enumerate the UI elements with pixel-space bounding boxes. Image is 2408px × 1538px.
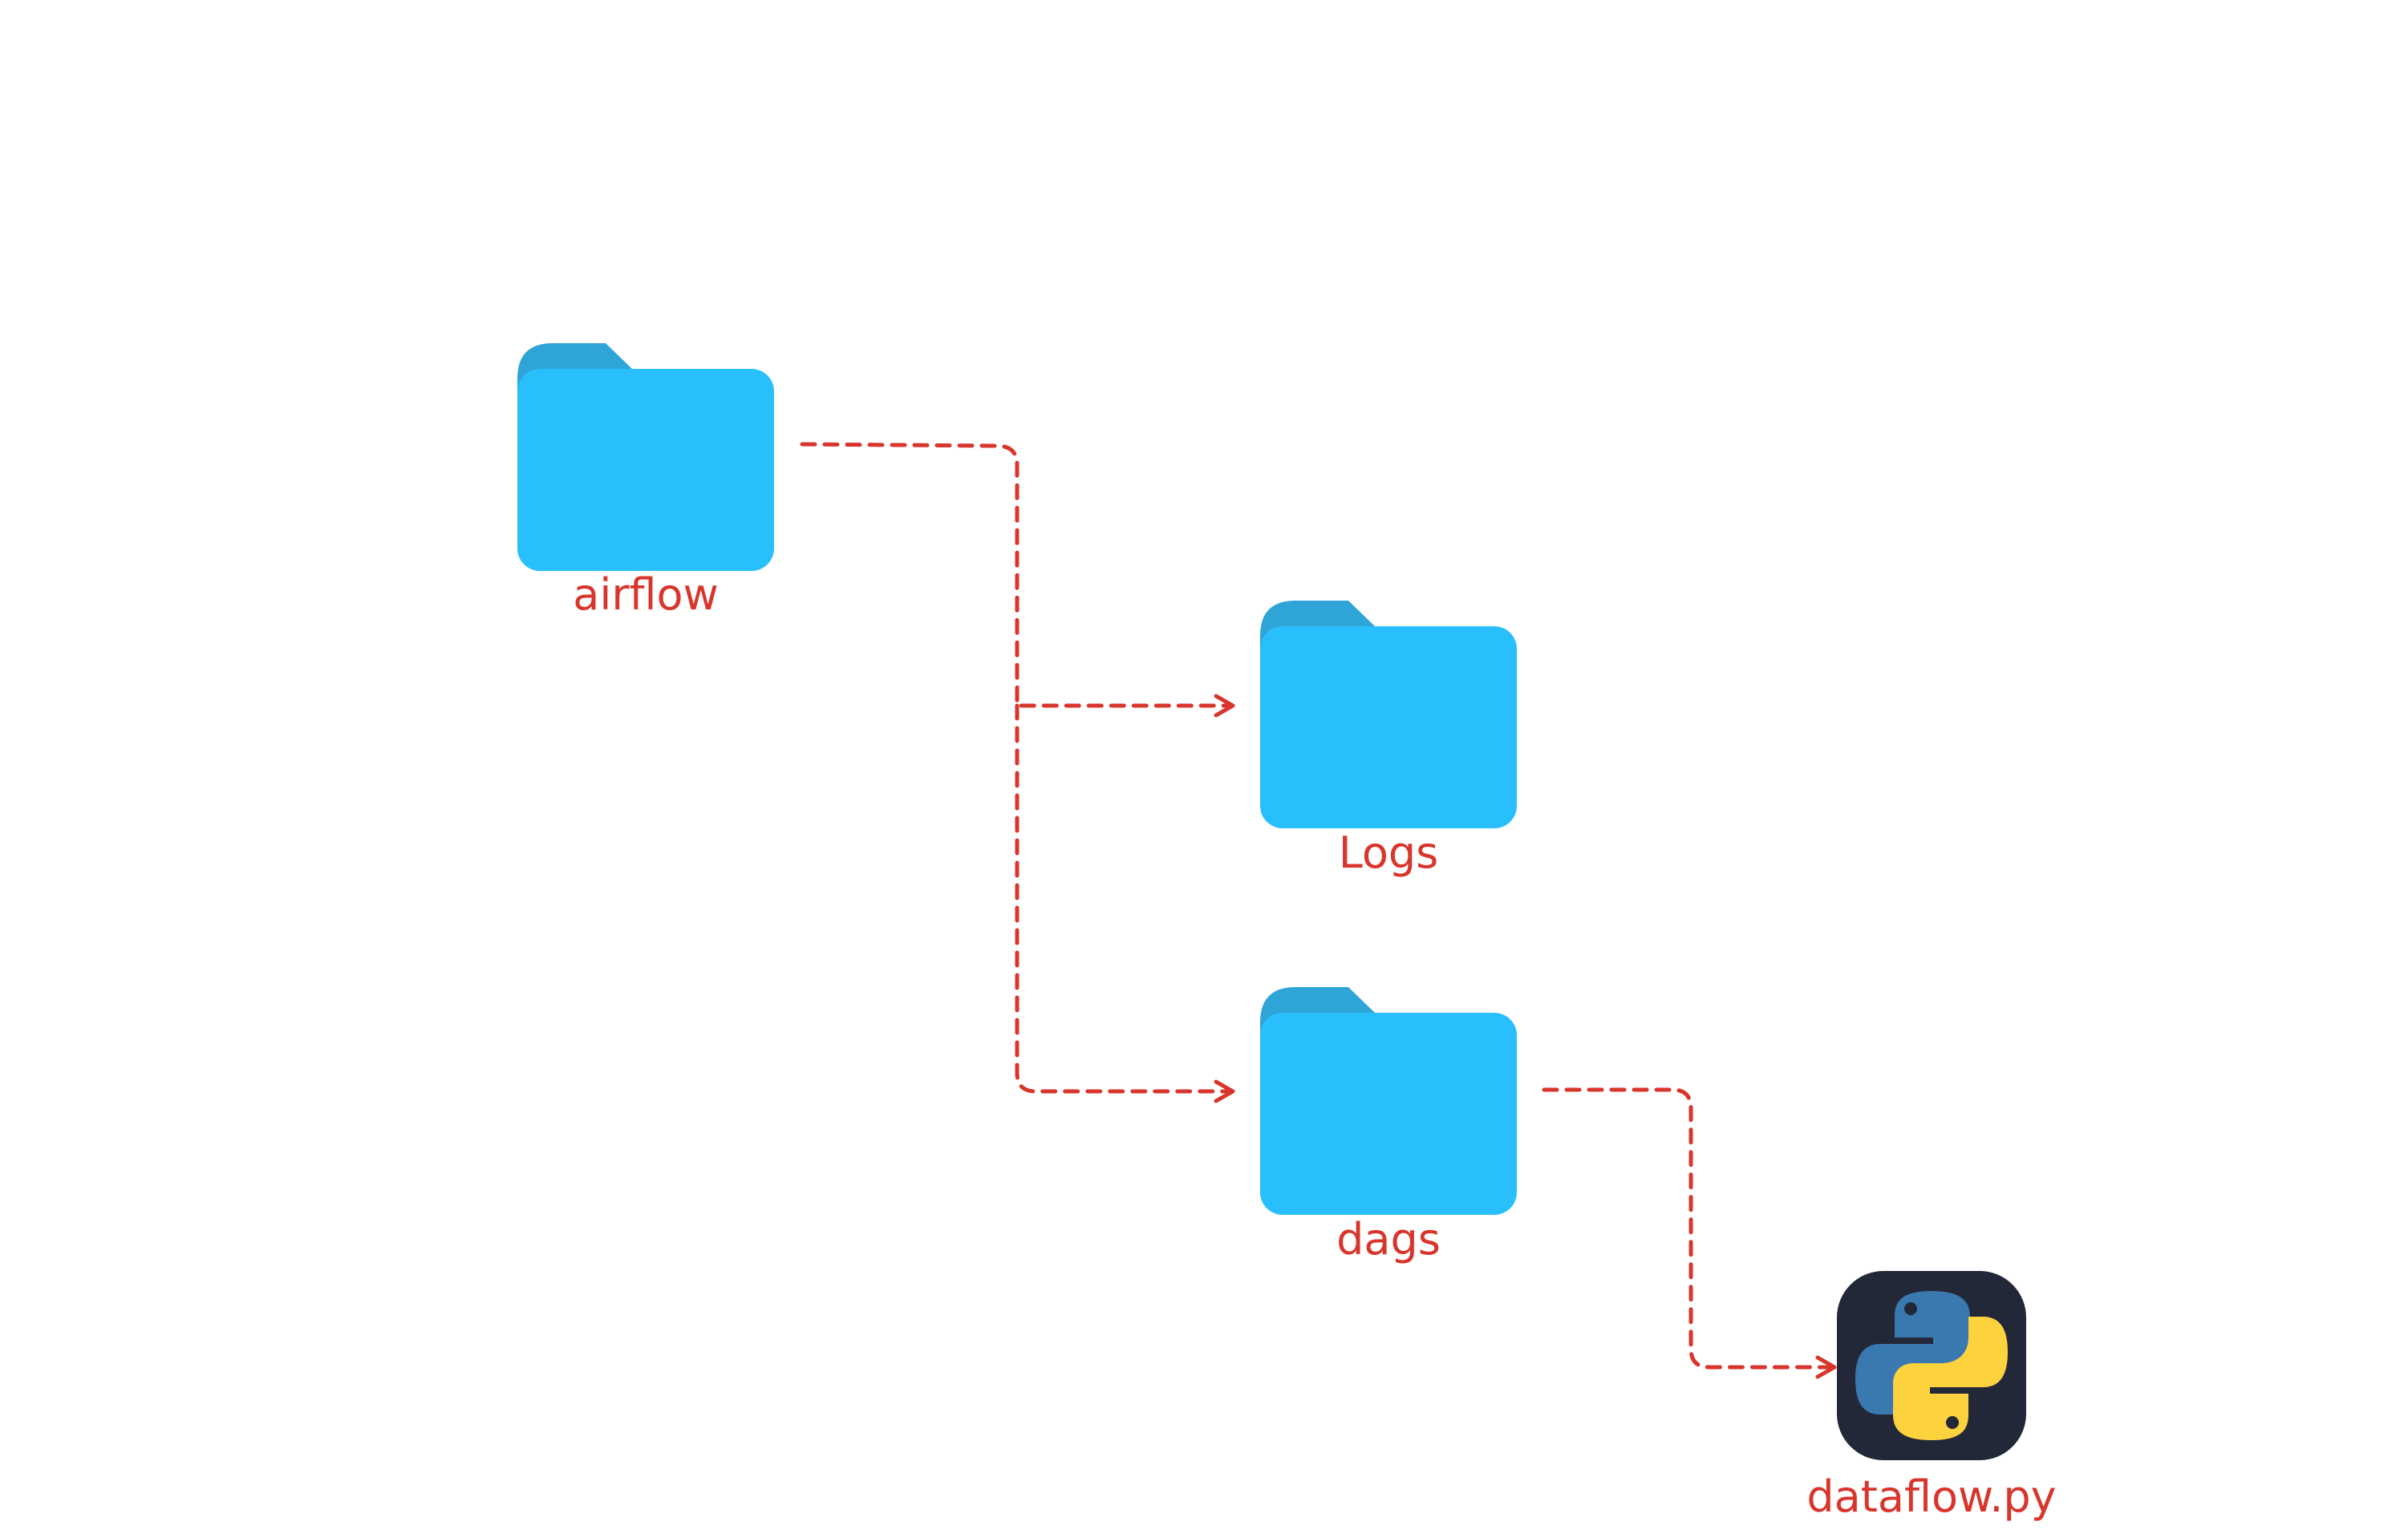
python-logo-yellow-snake xyxy=(1893,1317,2008,1440)
folder-front xyxy=(1260,1013,1517,1215)
edge-airflow-logs xyxy=(800,442,1230,708)
folder-front xyxy=(517,369,774,571)
node-dags[interactable]: dags xyxy=(1260,987,1517,1265)
arrowhead-dags xyxy=(1214,1079,1235,1103)
python-logo-eye-top xyxy=(1904,1302,1917,1315)
folder-icon xyxy=(517,343,774,571)
python-logo-eye-bottom xyxy=(1946,1416,1959,1429)
node-logs[interactable]: Logs xyxy=(1260,601,1517,878)
node-dataflow[interactable]: dataflow.py xyxy=(1806,1271,2057,1522)
python-file-icon xyxy=(1837,1271,2026,1460)
python-logo-blue-snake xyxy=(1855,1291,1970,1415)
folder-icon xyxy=(1260,601,1517,828)
python-logo xyxy=(1855,1291,2008,1440)
arrowhead-dataflow xyxy=(1815,1355,1837,1379)
connectors xyxy=(800,442,1837,1379)
arrowhead-logs xyxy=(1214,694,1235,718)
folder-icon xyxy=(1260,987,1517,1215)
file-label-dataflow: dataflow.py xyxy=(1806,1471,2056,1522)
folder-front xyxy=(1260,626,1517,828)
node-airflow[interactable]: airflow xyxy=(517,343,774,620)
folder-label-logs: Logs xyxy=(1339,828,1439,878)
edge-airflow-dags xyxy=(1015,703,1230,1094)
folder-label-dags: dags xyxy=(1336,1214,1441,1265)
folder-label-airflow: airflow xyxy=(573,569,719,620)
edge-dags-dataflow xyxy=(1542,1087,1831,1370)
